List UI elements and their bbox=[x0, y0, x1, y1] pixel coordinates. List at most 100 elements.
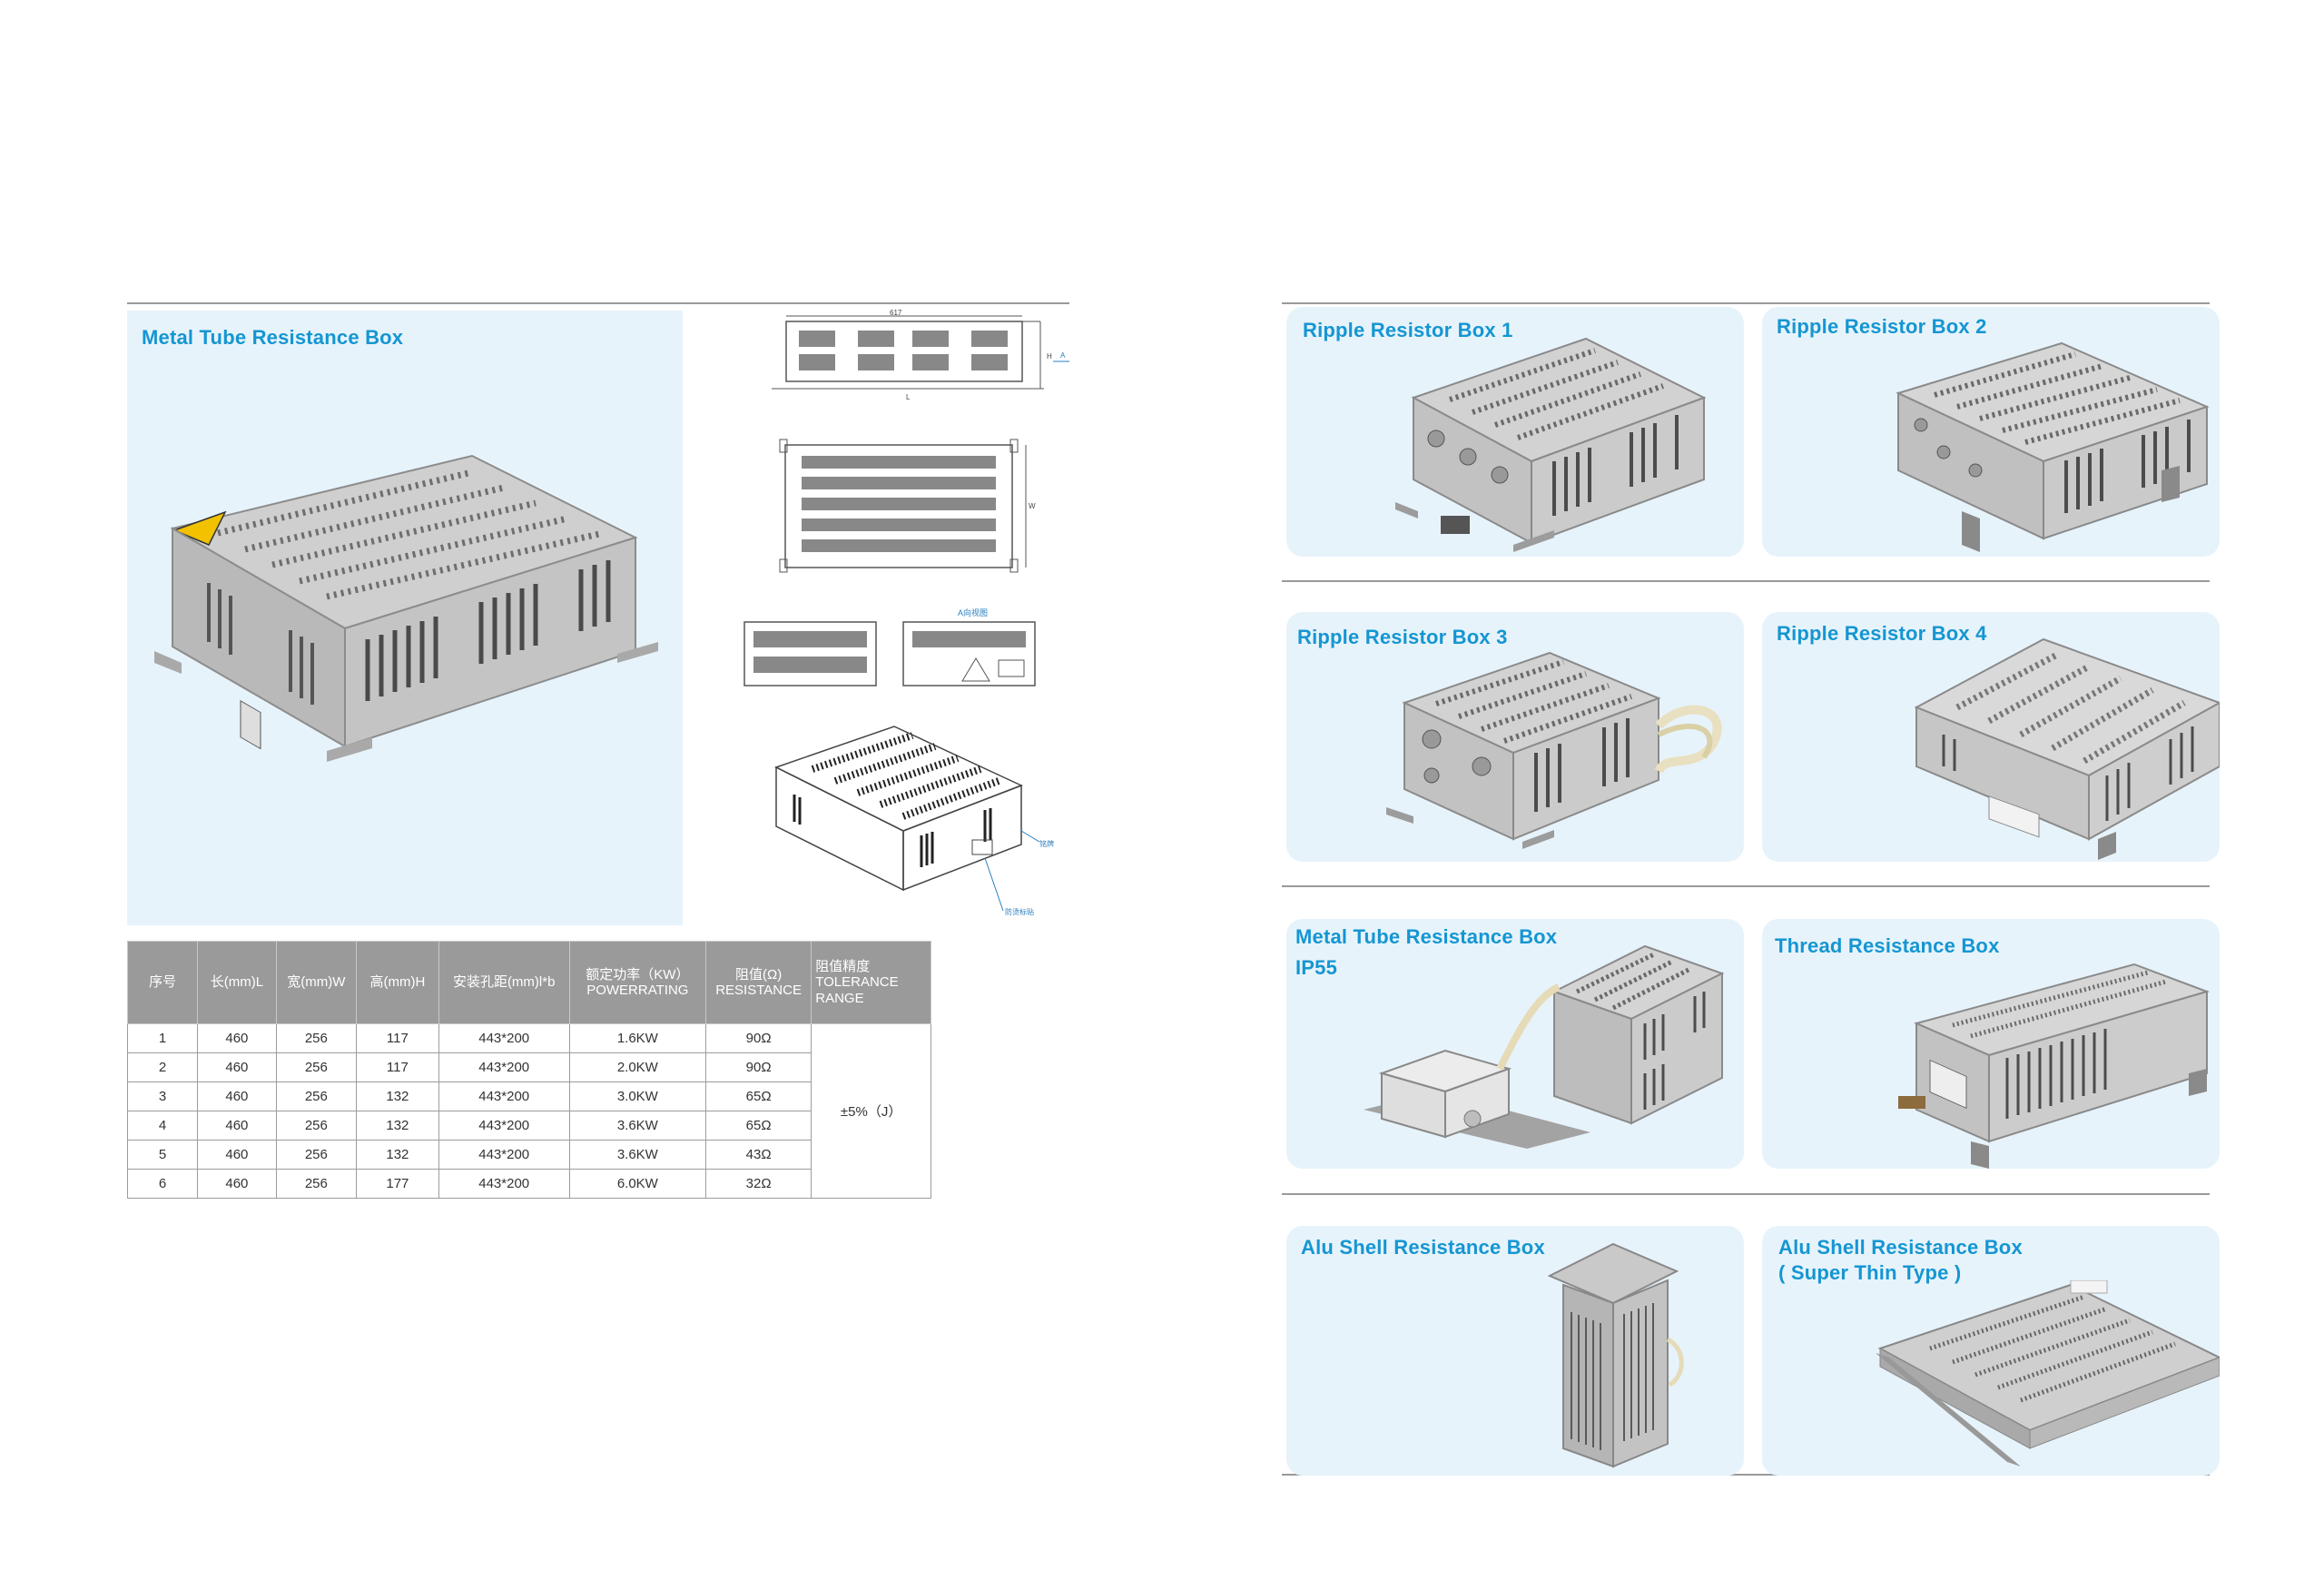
card-title-line: Metal Tube Resistance Box bbox=[1295, 925, 1558, 948]
table-cell: 1 bbox=[126, 1023, 199, 1053]
table-cell: 117 bbox=[356, 1023, 439, 1053]
table-cell: 43Ω bbox=[704, 1140, 812, 1170]
card-title: Ripple Resistor Box 3 bbox=[1297, 625, 1508, 650]
card-title-line: ( Super Thin Type ) bbox=[1778, 1260, 1962, 1284]
table-cell: 2.0KW bbox=[568, 1052, 706, 1082]
card-title-line: Ripple Resistor Box 1 bbox=[1303, 319, 1513, 341]
table-cell: 132 bbox=[356, 1140, 439, 1170]
card-title-line: Ripple Resistor Box 3 bbox=[1297, 626, 1508, 648]
alu-shell-super-thin-photo bbox=[1876, 1280, 2220, 1467]
thread-resistance-box-photo bbox=[1898, 963, 2211, 1169]
table-cell: 256 bbox=[275, 1052, 358, 1082]
table-cell: 443*200 bbox=[438, 1140, 570, 1170]
product-card: Ripple Resistor Box 1 bbox=[1286, 307, 1744, 557]
table-header-cell: 额定功率（KW）POWERRATING bbox=[568, 941, 706, 1024]
table-cell: 6 bbox=[126, 1169, 199, 1199]
table-header-cell: 安装孔距(mm)l*b bbox=[438, 941, 570, 1024]
card-title-line: IP55 bbox=[1295, 955, 1338, 979]
card-title-line: Thread Resistance Box bbox=[1775, 934, 2000, 957]
product-card: Metal Tube Resistance Box IP55 bbox=[1286, 919, 1744, 1169]
dimension-617-label: 617 bbox=[890, 309, 902, 317]
table-cell: 90Ω bbox=[704, 1052, 812, 1082]
view-a-label: A向视图 bbox=[958, 607, 988, 617]
mark-a-label: A bbox=[1060, 351, 1066, 360]
table-cell: 90Ω bbox=[704, 1023, 812, 1053]
table-cell: 443*200 bbox=[438, 1111, 570, 1141]
table-cell: 5 bbox=[126, 1140, 199, 1170]
table-header-text: 阻值(Ω) bbox=[734, 966, 783, 983]
table-cell: 65Ω bbox=[704, 1081, 812, 1111]
table-cell: 256 bbox=[275, 1169, 358, 1199]
card-title: Metal Tube Resistance Box IP55 bbox=[1295, 924, 1557, 980]
table-header-text: RESISTANCE bbox=[715, 983, 802, 998]
table-cell: 177 bbox=[356, 1169, 439, 1199]
tolerance-cell: ±5%（J） bbox=[811, 1023, 931, 1199]
drawing-side-view: 617 L H A bbox=[772, 309, 1069, 401]
right-rule-3 bbox=[1282, 885, 2210, 887]
card-title: Thread Resistance Box bbox=[1775, 933, 2000, 959]
table-cell: 32Ω bbox=[704, 1169, 812, 1199]
table-cell: 1.6KW bbox=[568, 1023, 706, 1053]
table-header-text: 长(mm)L bbox=[210, 974, 264, 991]
table-cell: 4 bbox=[126, 1111, 199, 1141]
table-cell: 65Ω bbox=[704, 1111, 812, 1141]
ripple-resistor-box-3-photo bbox=[1386, 651, 1722, 849]
table-header-text: POWERRATING bbox=[586, 983, 689, 998]
table-cell: 443*200 bbox=[438, 1052, 570, 1082]
table-cell: 256 bbox=[275, 1081, 358, 1111]
table-cell: 256 bbox=[275, 1111, 358, 1141]
table-cell: 460 bbox=[197, 1140, 277, 1170]
product-card: Thread Resistance Box bbox=[1762, 919, 2220, 1169]
right-top-rule bbox=[1282, 302, 2210, 304]
table-header-text: 序号 bbox=[149, 974, 177, 991]
card-title-line: Ripple Resistor Box 4 bbox=[1777, 622, 1987, 645]
table-header-cell: 长(mm)L bbox=[197, 941, 277, 1024]
card-title: Ripple Resistor Box 2 bbox=[1777, 314, 1987, 340]
table-header-text: 高(mm)H bbox=[369, 974, 426, 991]
table-cell: 3.6KW bbox=[568, 1111, 706, 1141]
table-header-text: TOLERANCE bbox=[815, 974, 899, 991]
card-title: Alu Shell Resistance Box ( Super Thin Ty… bbox=[1778, 1235, 2023, 1285]
card-title-line: Alu Shell Resistance Box bbox=[1301, 1236, 1545, 1259]
product-card: Ripple Resistor Box 4 bbox=[1762, 612, 2220, 862]
table-cell: 6.0KW bbox=[568, 1169, 706, 1199]
card-title-line: Alu Shell Resistance Box bbox=[1778, 1236, 2023, 1259]
drawing-top-view: W bbox=[779, 439, 1036, 573]
table-cell: 2 bbox=[126, 1052, 199, 1082]
table-cell: 443*200 bbox=[438, 1081, 570, 1111]
high-voltage-warning-icon bbox=[172, 510, 227, 546]
product-card: Ripple Resistor Box 2 bbox=[1762, 307, 2220, 557]
table-cell: 256 bbox=[275, 1023, 358, 1053]
feature-title: Metal Tube Resistance Box bbox=[142, 326, 404, 349]
table-cell: 460 bbox=[197, 1169, 277, 1199]
card-title: Ripple Resistor Box 1 bbox=[1303, 318, 1513, 343]
table-cell: 256 bbox=[275, 1140, 358, 1170]
ripple-resistor-box-1-photo bbox=[1395, 337, 1707, 552]
table-cell: 460 bbox=[197, 1081, 277, 1111]
table-cell: 460 bbox=[197, 1052, 277, 1082]
drawing-isometric: 铭牌 防烫标贴 bbox=[774, 726, 1054, 916]
right-rule-2 bbox=[1282, 580, 2210, 582]
table-header-cell: 序号 bbox=[126, 941, 199, 1024]
right-rule-4 bbox=[1282, 1193, 2210, 1195]
warning-label-callout: 防烫标贴 bbox=[1005, 907, 1034, 916]
metal-tube-box-photo bbox=[154, 454, 658, 762]
height-label: H bbox=[1047, 352, 1052, 360]
table-cell: 132 bbox=[356, 1081, 439, 1111]
product-card: Alu Shell Resistance Box bbox=[1286, 1226, 1744, 1476]
table-header-text: 额定功率（KW） bbox=[586, 966, 690, 983]
table-cell: 117 bbox=[356, 1052, 439, 1082]
table-cell: 3.0KW bbox=[568, 1081, 706, 1111]
table-header-cell: 高(mm)H bbox=[356, 941, 439, 1024]
right-bottom-rule bbox=[1282, 1474, 2210, 1476]
card-title: Alu Shell Resistance Box bbox=[1301, 1235, 1545, 1260]
ripple-resistor-box-4-photo bbox=[1914, 637, 2220, 860]
table-header-text: 安装孔距(mm)l*b bbox=[452, 974, 556, 991]
